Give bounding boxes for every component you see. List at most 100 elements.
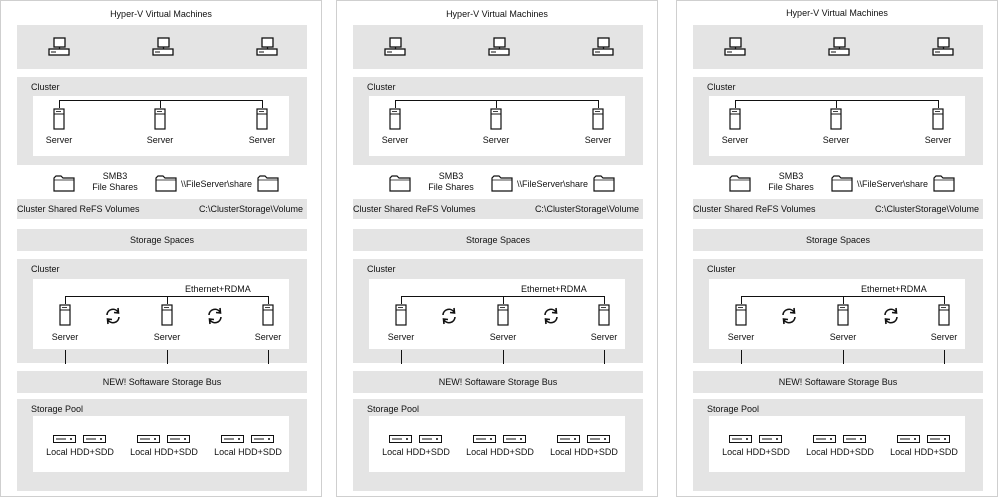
server-link-line [65, 296, 66, 304]
disk-drive-icon [557, 430, 580, 443]
folder-icon [257, 175, 279, 192]
server-tower-icon [389, 108, 401, 130]
server-label: Server [822, 135, 850, 145]
server-tower-icon [729, 108, 741, 130]
disk-drive-icon [759, 430, 782, 443]
server-label: Server [381, 135, 409, 145]
server-label: Server [930, 332, 958, 342]
sync-arrows-icon [881, 306, 901, 326]
vm-computer-icon [827, 37, 851, 57]
panel-title: Hyper-V Virtual Machines [110, 9, 212, 19]
server-link-line [843, 296, 844, 304]
drive-label: Local HDD+SDD [466, 447, 534, 457]
smb3-label-line2: File Shares [768, 182, 814, 192]
server-tower-icon [262, 304, 274, 326]
disk-drive-icon [843, 430, 866, 443]
vm-computer-icon [47, 37, 71, 57]
disk-drive-icon [53, 430, 76, 443]
csv-label: Cluster Shared ReFS Volumes [353, 204, 476, 214]
disk-drive-icon [813, 430, 836, 443]
share-path-label: \\FileServer\share [181, 179, 253, 189]
csv-band: Cluster Shared ReFS Volumes C:\ClusterSto… [353, 199, 643, 219]
vm-computer-icon [151, 37, 175, 57]
server-tower-icon [59, 304, 71, 326]
server-label: Server [590, 332, 618, 342]
disk-drive-icon [503, 430, 526, 443]
storage-spaces-band: Storage Spaces [693, 229, 983, 251]
server-label: Server [248, 135, 276, 145]
network-label: Ethernet+RDMA [861, 284, 927, 294]
vm-computer-icon [255, 37, 279, 57]
server-label: Server [51, 332, 79, 342]
storage-spaces-label: Storage Spaces [129, 235, 195, 245]
server-drop-line [503, 350, 504, 364]
disk-drive-icon [137, 430, 160, 443]
server-link-line [496, 100, 497, 108]
server-tower-icon [735, 304, 747, 326]
server-link-line [59, 100, 60, 108]
server-tower-icon [932, 108, 944, 130]
smb3-label-line1: SMB3 [102, 171, 128, 181]
folder-icon [593, 175, 615, 192]
storage-bus-band: NEW! Softaware Storage Bus [353, 371, 643, 393]
server-label: Server [924, 135, 952, 145]
server-link-line [741, 296, 742, 304]
folder-icon [933, 175, 955, 192]
server-drop-line [741, 350, 742, 364]
server-drop-line [604, 350, 605, 364]
folder-icon [729, 175, 751, 192]
server-link-line [268, 296, 269, 304]
drive-label: Local HDD+SDD [130, 447, 198, 457]
network-bus-line [65, 296, 268, 297]
server-label: Server [721, 135, 749, 145]
disk-drive-icon [389, 430, 412, 443]
vm-computer-icon [383, 37, 407, 57]
network-bus-line [401, 296, 604, 297]
smb3-label-line1: SMB3 [778, 171, 804, 181]
storage-pool-label: Storage Pool [707, 404, 760, 414]
cluster-label: Cluster [367, 82, 396, 92]
server-link-line [944, 296, 945, 304]
server-label: Server [254, 332, 282, 342]
vm-computer-icon [723, 37, 747, 57]
server-tower-icon [497, 304, 509, 326]
server-label: Server [727, 332, 755, 342]
server-tower-icon [395, 304, 407, 326]
server-link-line [262, 100, 263, 108]
server-drop-line [65, 350, 66, 364]
server-link-line [503, 296, 504, 304]
storage-spaces-label: Storage Spaces [805, 235, 871, 245]
server-tower-icon [53, 108, 65, 130]
vm-computer-icon [931, 37, 955, 57]
disk-drive-icon [83, 430, 106, 443]
server-drop-line [401, 350, 402, 364]
server-link-line [167, 296, 168, 304]
folder-icon [389, 175, 411, 192]
csv-path-label: C:\ClusterStorage\Volume [198, 204, 303, 214]
disk-drive-icon [927, 430, 950, 443]
sync-arrows-icon [439, 306, 459, 326]
server-link-line [160, 100, 161, 108]
server-drop-line [944, 350, 945, 364]
storage-bus-band: NEW! Softaware Storage Bus [17, 371, 307, 393]
drive-label: Local HDD+SDD [550, 447, 618, 457]
vm-computer-icon [591, 37, 615, 57]
smb3-label-line1: SMB3 [438, 171, 464, 181]
folder-icon [53, 175, 75, 192]
csv-path-label: C:\ClusterStorage\Volume [534, 204, 639, 214]
server-link-line [938, 100, 939, 108]
server-tower-icon [161, 304, 173, 326]
storage-spaces-label: Storage Spaces [465, 235, 531, 245]
disk-drive-icon [251, 430, 274, 443]
storage-bus-label: NEW! Softaware Storage Bus [438, 377, 558, 387]
server-tower-icon [830, 108, 842, 130]
